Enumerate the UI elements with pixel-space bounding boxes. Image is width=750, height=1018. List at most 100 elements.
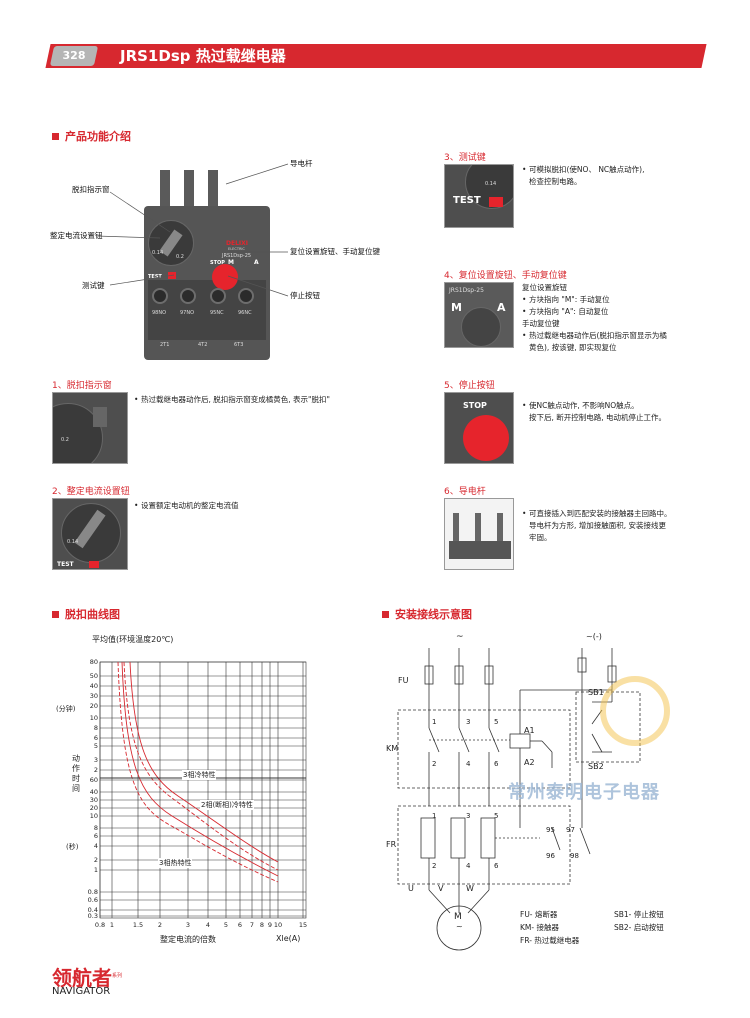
- curve-x-tick: 10: [274, 921, 282, 929]
- feature-5-photo: STOP: [444, 392, 514, 464]
- curve-x-tick: 9: [268, 921, 272, 929]
- stop-button-red: [212, 264, 238, 290]
- feature-5-desc: •使NC触点动作, 不影响NO触点。 按下后, 断开控制电路, 电动机停止工作。: [522, 401, 667, 422]
- curve-x-tick: 2: [158, 921, 162, 929]
- curve-x-tick: 8: [260, 921, 264, 929]
- km-bot-6: 6: [494, 760, 499, 768]
- phase-w: W: [466, 884, 474, 893]
- fr-top-1: 1: [432, 812, 437, 820]
- motor-label: M: [454, 912, 462, 922]
- feature-6-title: 6、导电杆: [444, 487, 486, 497]
- curve-x-tick: 3: [186, 921, 190, 929]
- feature-4-title: 4、复位设置旋钮、手动复位键: [444, 271, 567, 281]
- feature-3-photo: 0.14 TEST: [444, 164, 514, 228]
- wiring-fu: FU: [398, 676, 409, 685]
- curve-3ph-hot: [117, 661, 279, 883]
- product-image: 0.14 0.2 DELIXI ELECTRIC JRS1Dsp-25 STOP…: [142, 170, 272, 360]
- curve-y-tick: 40: [90, 788, 98, 796]
- curve-y-tick: 0.8: [88, 888, 98, 896]
- section-square-icon: [52, 132, 59, 140]
- curve-y-tick: 0.4: [88, 906, 98, 914]
- curve-y-tick: 6: [94, 734, 98, 742]
- curve-second-label: (秒): [66, 843, 79, 851]
- curve-xunit: Xle(A): [276, 934, 301, 943]
- km-bot-4: 4: [466, 760, 471, 768]
- curve-x-tick: 1: [110, 921, 114, 929]
- feature-2-photo: 0.14 TEST: [52, 498, 128, 570]
- callout-window: 脱扣指示窗: [72, 185, 110, 194]
- curve-y-tick: 50: [90, 672, 98, 680]
- curve-y-tick: 10: [90, 812, 98, 820]
- curve-3ph-cold-upper: [129, 661, 279, 863]
- curve-label-3ph-hot: 3相热特性: [158, 858, 193, 868]
- curve-y-tick: 5: [94, 742, 98, 750]
- wiring-a1: A1: [524, 726, 535, 735]
- fr-bot-4: 4: [466, 862, 471, 870]
- fr-top-5: 5: [494, 812, 499, 820]
- fr-top-3: 3: [466, 812, 471, 820]
- curve-y-tick: 2: [94, 856, 98, 864]
- curve-3ph-cold-lower: [123, 661, 279, 871]
- feature-6-desc: •可直接插入到匹配安装的接触器主回路中。 导电杆为方形, 增加接触面积, 安装接…: [522, 509, 672, 542]
- motor-sub: ~: [456, 922, 463, 931]
- callout-rod: 导电杆: [290, 159, 313, 168]
- wiring-diagram: [397, 648, 641, 951]
- curve-x-tick: 5: [224, 921, 228, 929]
- wiring-a2: A2: [524, 758, 535, 767]
- curve-y-tick: 2: [94, 766, 98, 774]
- curve-2ph: [121, 661, 279, 877]
- curve-x-tick: 15: [299, 921, 307, 929]
- curve-x-tick: 6: [238, 921, 242, 929]
- curve-y-tick: 0.3: [88, 912, 98, 920]
- curve-time-label: 动作时间: [72, 754, 80, 793]
- curve-y-tick: 60: [90, 776, 98, 784]
- trip-curve-chart: 805040302010865326040302010864210.80.60.…: [88, 658, 307, 929]
- wiring-fr: FR: [386, 840, 397, 849]
- curve-label-3ph-cold: 3相冷特性: [182, 770, 217, 780]
- curve-y-tick: 10: [90, 714, 98, 722]
- curve-x-tick: 0.8: [95, 921, 105, 929]
- page-title: JRS1Dsp 热过载继电器: [120, 47, 286, 65]
- section-square-icon: [382, 610, 389, 618]
- wiring-sb1: SB1: [588, 688, 604, 697]
- feature-3-desc: •可模拟脱扣(使NO、 NC触点动作), 检查控制电路。: [522, 165, 645, 186]
- curve-y-tick: 80: [90, 658, 98, 666]
- curve-xlabel: 整定电流的倍数: [160, 935, 216, 944]
- watermark-logo-icon: [600, 676, 670, 746]
- wiring-dc: ~(-): [586, 632, 602, 641]
- section-curve-heading: 脱扣曲线图: [52, 606, 120, 622]
- curve-minute-label: (分钟): [56, 705, 76, 713]
- wiring-km: KM: [386, 744, 399, 753]
- curve-subtitle: 平均值(环境温度20℃): [92, 635, 174, 644]
- curve-y-tick: 30: [90, 692, 98, 700]
- phase-v: V: [438, 884, 444, 893]
- watermark-text: 常州泰明电子电器: [508, 782, 660, 803]
- section-wiring-heading: 安装接线示意图: [382, 606, 472, 622]
- feature-1-desc: •热过载继电器动作后, 脱扣指示窗变成橘黄色, 表示"脱扣": [134, 395, 330, 404]
- curve-y-tick: 8: [94, 824, 98, 832]
- feature-6-photo: [444, 498, 514, 570]
- wiring-tilde: ~: [456, 632, 464, 642]
- feature-2-desc: •设置额定电动机的整定电流值: [134, 501, 239, 510]
- callout-lines: [95, 163, 289, 297]
- curve-label-2ph: 2相(断相)冷特性: [200, 800, 254, 810]
- contact-95: 95: [546, 826, 555, 834]
- callout-setting-knob: 整定电流设置钮: [50, 231, 103, 240]
- feature-4-desc: 复位设置旋钮 •方块指向 "M": 手动复位 •方块指向 "A": 自动复位 手…: [522, 283, 667, 352]
- callout-stop-button: 停止按钮: [290, 291, 320, 300]
- contact-97: 97: [566, 826, 575, 834]
- feature-4-photo: JRS1Dsp-25 M A: [444, 282, 514, 348]
- callout-test-key: 测试键: [82, 281, 105, 290]
- curve-y-tick: 20: [90, 804, 98, 812]
- section-square-icon: [52, 610, 59, 618]
- contact-96: 96: [546, 852, 555, 860]
- fr-bot-2: 2: [432, 862, 437, 870]
- curve-y-tick: 6: [94, 832, 98, 840]
- curve-x-tick: 1.5: [133, 921, 143, 929]
- callout-reset-knob: 复位设置旋钮、手动复位键: [290, 247, 380, 256]
- curve-x-tick: 7: [250, 921, 254, 929]
- km-top-3: 3: [466, 718, 471, 726]
- section-intro-heading: 产品功能介绍: [52, 128, 131, 144]
